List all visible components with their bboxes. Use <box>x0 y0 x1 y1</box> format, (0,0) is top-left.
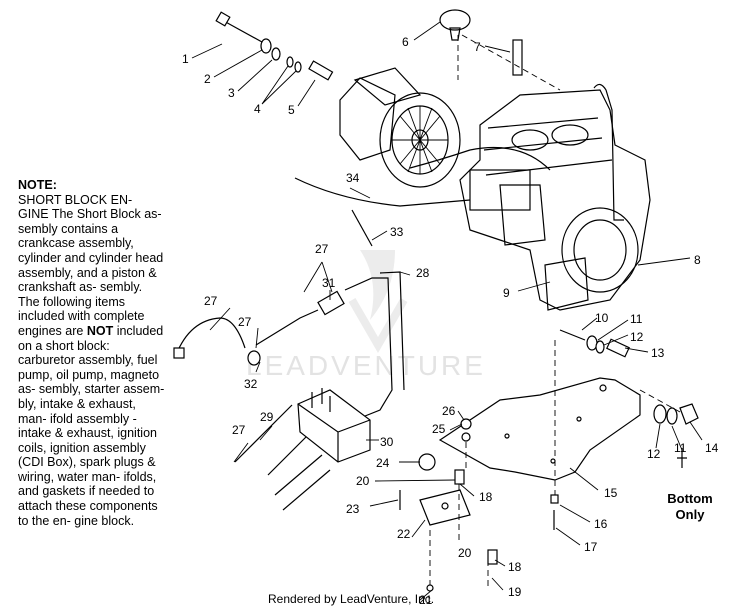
callout-10: 10 <box>595 311 609 325</box>
callout-23: 23 <box>346 502 360 516</box>
note-title: NOTE: <box>18 178 57 192</box>
callout-5: 5 <box>288 103 295 117</box>
callout-18b: 18 <box>508 560 522 574</box>
callout-12b: 12 <box>647 447 661 461</box>
leader-lines <box>191 21 703 601</box>
callout-30: 30 <box>380 435 394 449</box>
callout-6: 6 <box>402 35 409 49</box>
callout-14: 14 <box>705 441 719 455</box>
mount-hardware <box>554 329 699 500</box>
callout-34: 34 <box>346 171 360 185</box>
pin <box>351 209 373 247</box>
callout-4: 4 <box>254 102 261 116</box>
callout-24: 24 <box>376 456 390 470</box>
footer-credit: Rendered by LeadVenture, Inc. <box>268 592 435 606</box>
short-block-note: NOTE: SHORT BLOCK EN- GINE The Short Blo… <box>18 178 166 528</box>
callout-3: 3 <box>228 86 235 100</box>
callout-labels: 1 2 3 4 5 6 7 8 9 10 11 12 13 14 12 11 1… <box>182 35 719 607</box>
callout-21: 21 <box>419 593 433 607</box>
note-body: The Short Block as- sembly contains a cr… <box>18 207 164 527</box>
callout-13: 13 <box>651 346 665 360</box>
callout-31: 31 <box>322 276 336 290</box>
callout-27c: 27 <box>238 315 252 329</box>
spark-plug-parts <box>439 9 624 221</box>
callout-11: 11 <box>630 312 643 326</box>
callout-7: 7 <box>474 40 481 54</box>
callout-33: 33 <box>390 225 404 239</box>
note-body-emphasis: NOT <box>86 323 114 338</box>
callout-26: 26 <box>442 404 456 418</box>
watermark-text: LEADVENTURE <box>246 350 486 381</box>
callout-18: 18 <box>479 490 493 504</box>
callout-25: 25 <box>432 422 446 436</box>
callout-27b: 27 <box>204 294 218 308</box>
callout-27d: 27 <box>232 423 246 437</box>
watermark-logo <box>348 250 408 353</box>
lower-hardware <box>399 418 559 592</box>
callout-15: 15 <box>604 486 618 500</box>
note-heading: SHORT BLOCK EN- GINE <box>18 192 133 222</box>
callout-20: 20 <box>356 474 370 488</box>
callout-27a: 27 <box>315 242 329 256</box>
cable <box>294 177 471 207</box>
callout-2: 2 <box>204 72 211 86</box>
bolt-washer-stack <box>215 11 334 81</box>
plate <box>438 377 641 481</box>
note-body-part-2: included on a short block: carburetor as… <box>18 323 165 528</box>
fuel-pump <box>297 388 371 463</box>
callout-29: 29 <box>260 410 274 424</box>
callout-17: 17 <box>584 540 598 554</box>
callout-32: 32 <box>244 377 258 391</box>
callout-28: 28 <box>416 266 430 280</box>
engine-block <box>459 89 651 311</box>
recoil-starter <box>339 67 461 188</box>
callout-20b: 20 <box>458 546 472 560</box>
fuel-lines <box>173 271 405 511</box>
callout-1: 1 <box>182 52 189 66</box>
note-body-part-1: The Short Block as- sembly contains a cr… <box>18 207 164 338</box>
bottom-only-label: Bottom Only <box>667 491 713 522</box>
callout-19: 19 <box>508 585 522 599</box>
callout-12: 12 <box>630 330 644 344</box>
callout-22: 22 <box>397 527 411 541</box>
callout-8: 8 <box>694 253 701 267</box>
callout-11b: 11 <box>674 441 687 455</box>
callout-9: 9 <box>503 286 510 300</box>
callout-16: 16 <box>594 517 608 531</box>
